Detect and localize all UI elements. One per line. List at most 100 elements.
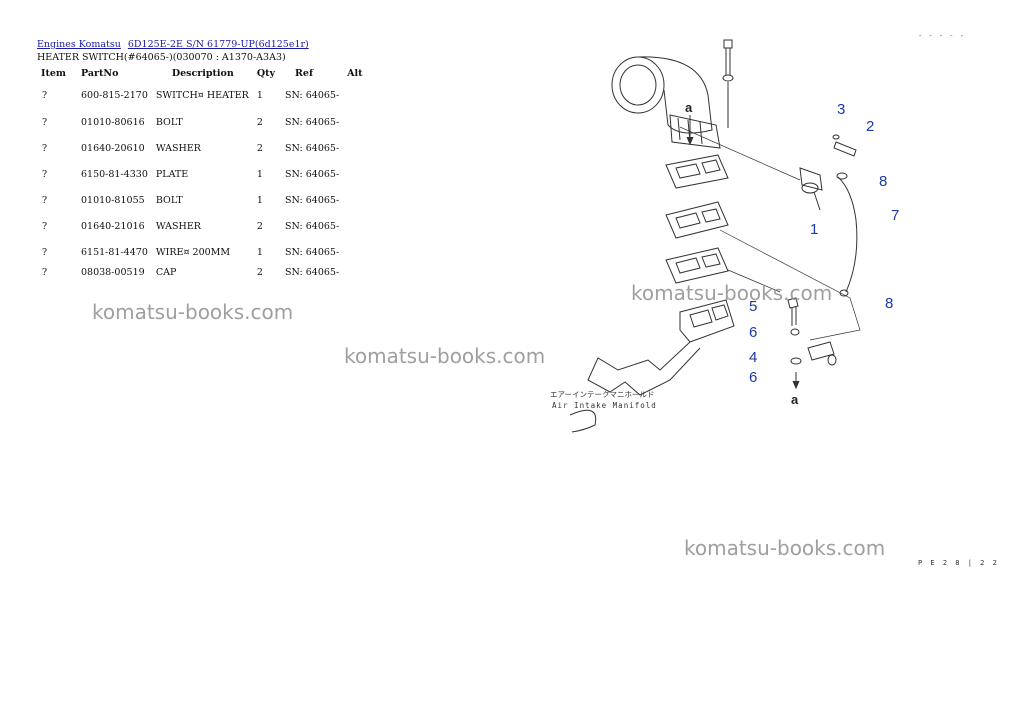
parts-diagram: 3 2 8 7 1 8 5 6 4 6 a a エアーインテークマニホールド A… [550,39,899,433]
watermark: komatsu-books.com [92,300,294,324]
callout-8-lower: 8 [885,295,893,312]
watermark: komatsu-books.com [344,344,546,368]
table-row: ? 6150-81-4330 PLATE 1 SN: 64065- [37,161,369,187]
cell-item: ? [42,168,48,180]
intake-manifold [569,341,701,433]
watermark: komatsu-books.com [684,536,886,560]
table-row: ? 01010-81055 BOLT 1 SN: 64065- [37,187,369,213]
bolt-2 [833,141,857,157]
table-row: ? 6151-81-4470 WIRE¤ 200MM 1 SN: 64065- [37,239,369,265]
cell-item: ? [42,194,48,206]
cell-alt [343,239,368,265]
cell-alt [343,109,368,135]
callout-6-lower: 6 [749,369,757,386]
cell-alt [343,135,368,161]
callout-2: 2 [866,118,874,135]
diagram-code-top: - - - - - [918,32,965,40]
table-header-row: Item PartNo Description Qty Ref Alt [37,64,369,82]
cell-partno: 01010-80616 [81,116,145,128]
cell-item: ? [42,266,48,278]
callout-5: 5 [749,298,757,315]
top-bolt [722,39,734,128]
manifold-label-jp: エアーインテークマニホールド [550,390,655,399]
callout-6: 6 [749,324,757,341]
cell-alt [343,187,368,213]
cell-description: WIRE¤ 200MM [155,246,231,258]
cell-ref: SN: 64065- [285,142,340,154]
table-row: ? 08038-00519 CAP 2 SN: 64065- [37,265,369,279]
cell-ref: SN: 64065- [285,116,340,128]
turbo-housing [611,56,721,149]
col-header-description: Description [171,67,234,79]
manifold-label-en: Air Intake Manifold [552,401,657,410]
watermark: komatsu-books.com [631,281,833,305]
label-a-bottom: a [791,392,799,407]
breadcrumb-link-engines[interactable]: Engines Komatsu [37,39,121,50]
bottom-fasteners [787,297,837,366]
washer-3 [832,134,840,140]
cell-description: BOLT [155,116,183,128]
callout-3: 3 [837,101,845,118]
callout-7: 7 [891,207,899,224]
cell-description: SWITCH¤ HEATER [155,90,249,101]
diagram-code-bottom: P E 2 8 | 2 2 [918,559,999,567]
col-header-ref: Ref [295,67,314,79]
cell-ref: SN: 64065- [285,266,340,278]
cell-description: WASHER [155,220,201,232]
heater-switch [799,167,823,211]
arrow-a-bottom [792,372,800,390]
breadcrumb: Engines Komatsu 6D125E-2E S/N 61779-UP(6… [37,39,313,50]
cell-partno: 01010-81055 [81,194,145,206]
callout-8: 8 [879,173,887,190]
cell-ref: SN: 64065- [285,246,340,258]
arrow-a-top [686,115,694,146]
cell-qty: 2 [256,220,263,232]
cell-qty: 1 [256,246,263,258]
cell-item: ? [42,116,48,128]
label-a-top: a [685,100,693,115]
cell-qty: 2 [256,266,263,278]
cell-description: CAP [155,266,177,278]
callout-1: 1 [810,221,818,238]
wire-7 [836,172,858,297]
cell-item: ? [42,220,48,232]
cell-description: PLATE [155,168,189,180]
cell-item: ? [42,246,48,258]
cell-partno: 01640-21016 [81,220,145,232]
col-header-alt: Alt [347,67,363,79]
table-row: ? 600-815-2170 SWITCH¤ HEATER 1 SN: 6406… [37,82,369,109]
cell-alt [343,213,368,239]
cell-ref: SN: 64065- [285,90,340,101]
cell-partno: 6150-81-4330 [81,168,148,180]
cell-item: ? [42,142,48,154]
cell-partno: 6151-81-4470 [81,246,148,258]
cell-partno: 01640-20610 [81,142,145,154]
cell-alt [343,265,368,279]
cell-qty: 1 [256,168,263,180]
gasket-stack [665,154,735,343]
cell-qty: 2 [256,116,263,128]
cell-qty: 1 [256,90,263,101]
cell-qty: 1 [256,194,263,206]
cell-item: ? [42,90,48,101]
cell-alt [343,161,368,187]
cell-ref: SN: 64065- [285,194,340,206]
parts-table: Item PartNo Description Qty Ref Alt ? 60… [37,64,369,279]
page-title: HEATER SWITCH(#64065-)(030070 : A1370-A3… [37,52,286,63]
cell-ref: SN: 64065- [285,220,340,232]
breadcrumb-link-model[interactable]: 6D125E-2E S/N 61779-UP(6d125e1r) [127,39,309,50]
cell-qty: 2 [256,142,263,154]
cell-description: WASHER [155,142,201,154]
cell-alt [343,82,368,109]
leader-lines [679,126,861,341]
cell-description: BOLT [155,194,183,206]
table-row: ? 01010-80616 BOLT 2 SN: 64065- [37,109,369,135]
col-header-partno: PartNo [81,67,119,79]
callout-4: 4 [749,349,757,366]
cell-ref: SN: 64065- [285,168,340,180]
col-header-qty: Qty [256,67,276,79]
cell-partno: 600-815-2170 [81,90,148,101]
table-row: ? 01640-20610 WASHER 2 SN: 64065- [37,135,369,161]
cell-partno: 08038-00519 [81,266,145,278]
col-header-item: Item [41,67,66,79]
